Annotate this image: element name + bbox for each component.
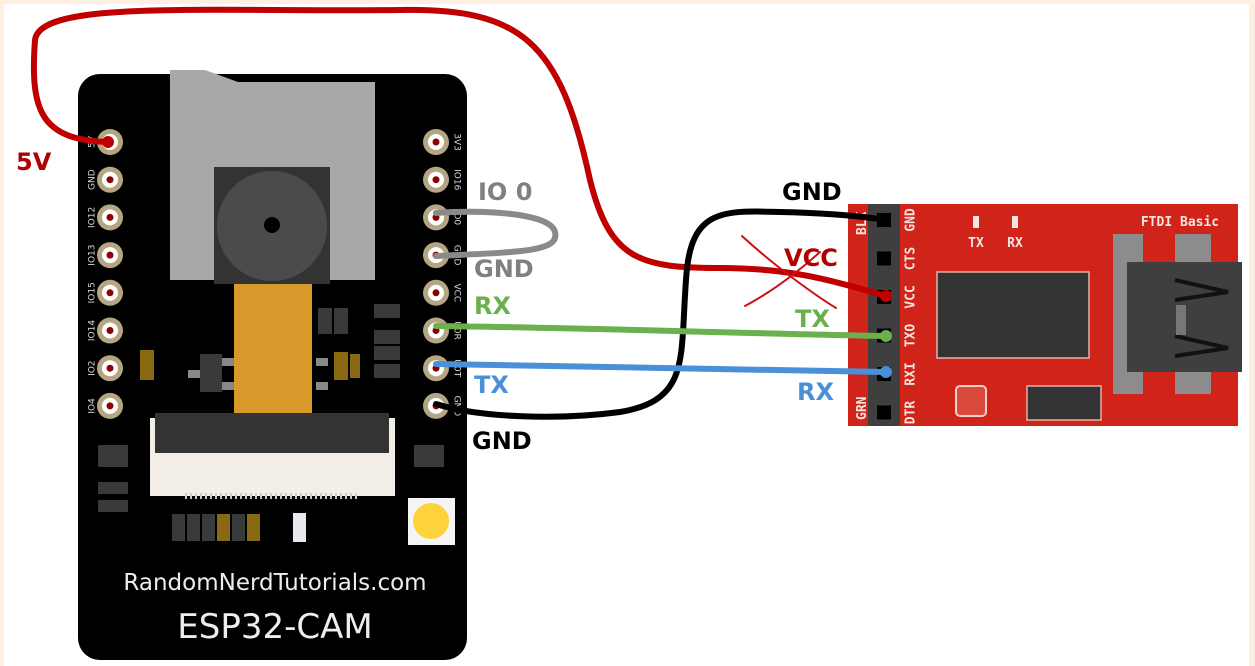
- ftdi-pin-label: RXI: [904, 362, 919, 385]
- vcc-cross-stroke-1: [741, 235, 837, 309]
- pin-label: VCC: [452, 283, 462, 302]
- ftdi-header: [868, 204, 900, 426]
- label-ftdi-tx: TX: [795, 305, 830, 333]
- camera-ribbon: [234, 284, 312, 414]
- label-esp-tx: TX: [474, 371, 509, 399]
- pin-io14: IO14: [88, 317, 123, 344]
- wire-rx: [433, 323, 889, 339]
- pin-label: IO13: [88, 244, 98, 265]
- ftdi-chip: [936, 271, 1090, 359]
- pin-label: IO0: [452, 210, 462, 226]
- rx-led: [1012, 216, 1018, 228]
- wire-gnd: [433, 208, 889, 420]
- pin-label: 3V3: [452, 133, 462, 151]
- pin-label: U0T: [452, 359, 462, 377]
- ftdi-pin-cts: CTS: [877, 247, 919, 271]
- vcc-cross-stroke-2: [744, 251, 821, 307]
- pin-io2: IO2: [88, 355, 123, 382]
- wires: [30, 6, 892, 420]
- wire-labels: 5V IO 0 GND RX TX GND GND VCC TX RX: [16, 148, 842, 455]
- ftdi-edge-grn: GRN: [855, 396, 870, 420]
- pin-io13: IO13: [88, 242, 123, 269]
- pin-label: IO12: [88, 207, 98, 228]
- tx-led: [973, 216, 979, 228]
- pin-gnd: GND: [88, 166, 123, 193]
- pin-u0r: U0R: [423, 317, 462, 344]
- label-io0: IO 0: [478, 178, 532, 206]
- pin-io16: IO16: [423, 166, 462, 193]
- pin-io12: IO12: [88, 204, 123, 231]
- smd-components: [140, 304, 400, 392]
- pin-label: IO14: [88, 320, 98, 341]
- ftdi-pin-label: GND: [904, 208, 919, 232]
- ftdi-regulator: [1026, 385, 1102, 421]
- pin-label: IO4: [88, 398, 98, 414]
- ftdi-title: FTDI Basic: [1141, 215, 1219, 230]
- ftdi-pin-dtr: DTR: [877, 401, 919, 425]
- pin-label: GND: [452, 396, 462, 417]
- label-ftdi-gnd: GND: [782, 178, 842, 206]
- ftdi-pad: [955, 385, 987, 417]
- pin-io4: IO4: [88, 392, 123, 419]
- pin-io15: IO15: [88, 279, 123, 306]
- website-label: RandomNerdTutorials.com: [123, 570, 426, 596]
- wire-tx: [433, 361, 889, 375]
- pin-label: GND: [88, 169, 98, 190]
- ftdi-pin-label: TXO: [904, 324, 919, 348]
- pin-label: IO2: [88, 360, 98, 375]
- label-ftdi-vcc: VCC: [784, 244, 838, 272]
- camera-aperture: [264, 217, 280, 233]
- label-gnd-jumper: GND: [474, 255, 534, 283]
- pin-label: IO15: [88, 282, 98, 303]
- wire-5v: [30, 6, 889, 299]
- ftdi-pin-label: DTR: [904, 401, 919, 425]
- label-5v: 5V: [16, 148, 52, 176]
- bottom-components: [98, 445, 444, 542]
- pin-label: IO16: [452, 169, 462, 190]
- fpc-connector: [150, 413, 395, 499]
- tx-led-label: TX: [968, 236, 984, 251]
- board-name-label: ESP32-CAM: [177, 607, 372, 647]
- wire-io0-gnd-jumper: [433, 208, 559, 259]
- ftdi-pin-label: CTS: [904, 247, 919, 271]
- label-esp-rx: RX: [474, 292, 511, 320]
- ftdi-pin-label: VCC: [904, 285, 919, 308]
- ftdi-pin-sockets: GND CTS VCC TXO RXI DTR: [877, 208, 919, 424]
- rx-led-label: RX: [1007, 236, 1023, 251]
- pin-3v3: 3V3: [423, 129, 462, 155]
- label-ftdi-rx: RX: [797, 378, 834, 406]
- flash-led: [413, 503, 449, 539]
- label-esp-gnd: GND: [472, 427, 532, 455]
- pin-vcc: VCC: [423, 279, 462, 306]
- pin-label: U0R: [452, 321, 462, 340]
